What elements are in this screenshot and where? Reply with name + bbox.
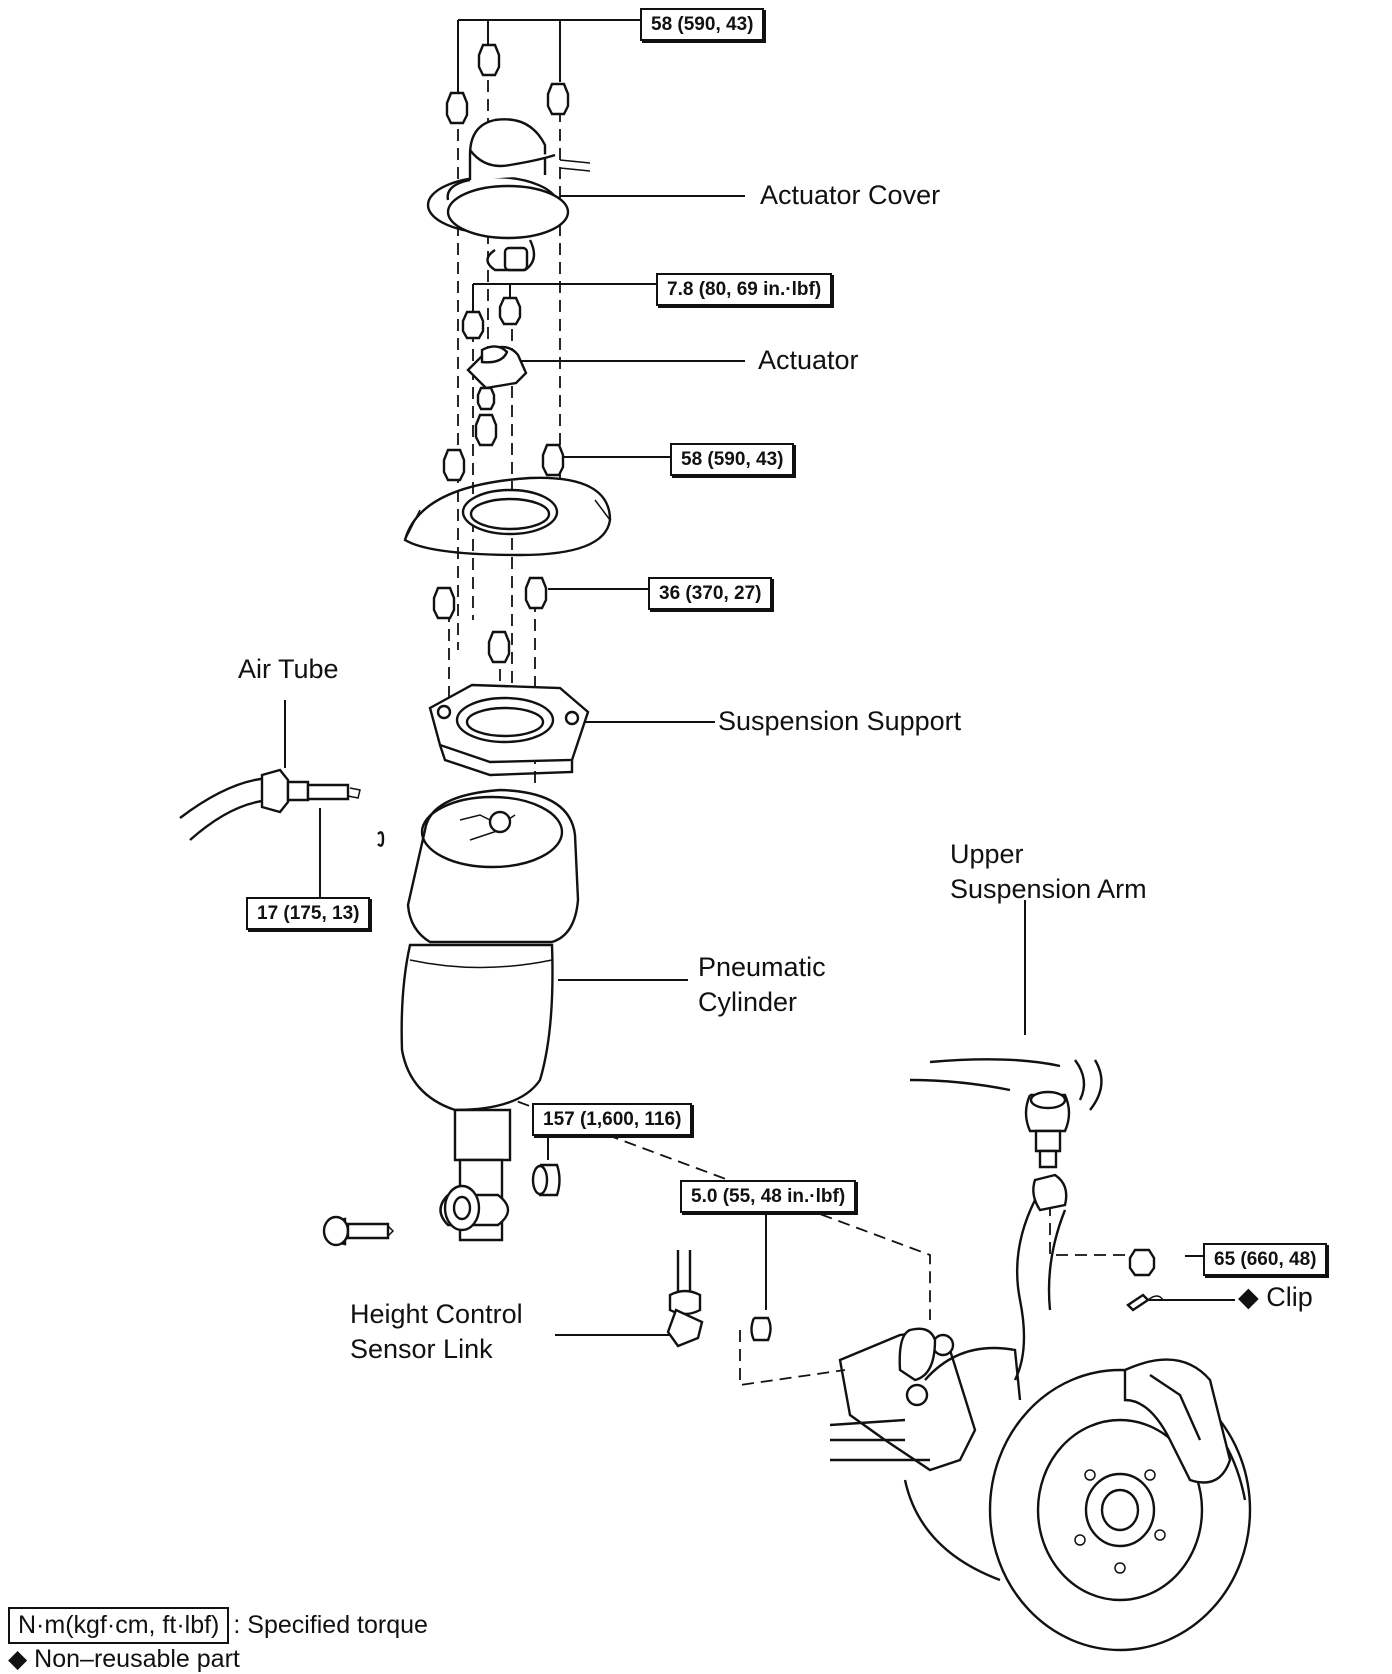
ball-joint-nut-drawing [1126,1248,1164,1312]
label-suspension-support: Suspension Support [718,706,962,736]
torque-box-suspension-support-nuts: 36 (370, 27) [648,577,773,610]
knuckle-drawing [829,1327,1022,1582]
actuator-cover-drawing [426,43,591,272]
air-tube-drawing [179,768,385,847]
brake-disc-drawing [988,1358,1252,1652]
torque-box-support-plate-nuts: 58 (590, 43) [670,443,795,476]
label-air-tube: Air Tube [238,654,339,684]
upper-plate-drawing [403,413,612,557]
legend-torque-unit: N·m(kgf·cm, ft·lbf) [8,1607,230,1644]
label-actuator: Actuator [758,345,859,375]
torque-box-actuator-cover-nuts: 58 (590, 43) [640,8,765,41]
label-upper-suspension-arm-line1: Upper [950,839,1024,869]
leader-lines [284,19,1235,1336]
legend-non-reusable: ◆ Non–reusable part [8,1645,240,1673]
pneumatic-cylinder-drawing [400,788,580,1242]
legend-torque: N·m(kgf·cm, ft·lbf): Specified torque [8,1607,428,1644]
label-height-control-sensor-link: Height Control Sensor Link [350,1297,523,1367]
label-height-control-sensor-link-line2: Sensor Link [350,1334,493,1365]
upper-arm-drawing [909,1058,1103,1381]
height-sensor-drawing [666,1250,772,1348]
label-actuator-cover: Actuator Cover [760,180,941,210]
suspension-support-drawing [428,576,590,777]
torque-box-air-tube-fitting: 17 (175, 13) [246,897,371,930]
torque-box-sensor-link-nut: 5.0 (55, 48 in.·lbf) [680,1180,857,1213]
torque-box-ball-joint-nut: 65 (660, 48) [1203,1243,1328,1276]
label-upper-suspension-arm: Upper Suspension Arm [950,837,1147,907]
torque-box-lower-mount-bolt: 157 (1,600, 116) [532,1103,693,1136]
lower-bolt-drawing [322,1163,561,1247]
label-pneumatic-cylinder: Pneumatic Cylinder [698,950,826,1020]
legend-torque-meaning: : Specified torque [233,1611,428,1639]
label-clip: ◆ Clip [1238,1282,1313,1312]
label-pneumatic-cylinder-line1: Pneumatic [698,952,826,982]
torque-box-actuator-bolts: 7.8 (80, 69 in.·lbf) [656,273,833,306]
actuator-drawing [461,296,528,411]
label-height-control-sensor-link-line1: Height Control [350,1299,523,1329]
label-pneumatic-cylinder-line2: Cylinder [698,987,798,1018]
label-upper-suspension-arm-line2: Suspension Arm [950,874,1147,905]
